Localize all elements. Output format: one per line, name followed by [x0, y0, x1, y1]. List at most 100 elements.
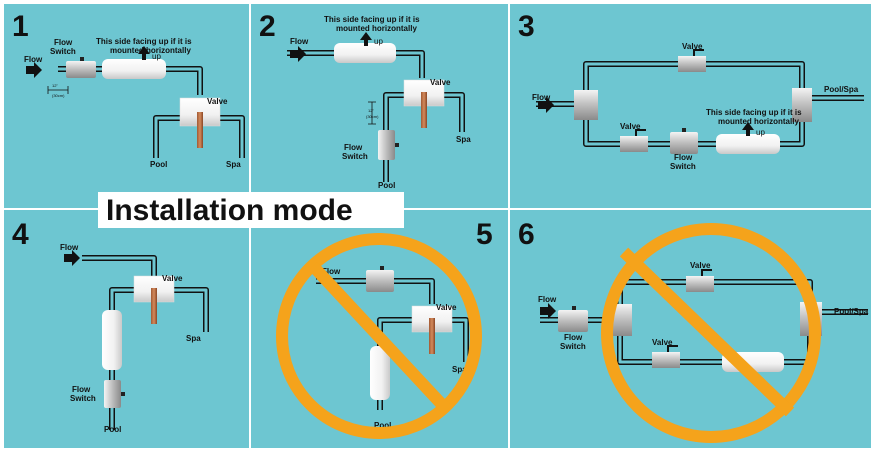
up-label: up [152, 52, 161, 61]
tee-fitting [792, 88, 812, 122]
flow-arrow-icon [290, 46, 306, 62]
flow-switch-cap [80, 57, 84, 61]
valve-label: Valve [682, 42, 703, 51]
valve-body [620, 136, 648, 152]
flow-switch [366, 270, 394, 292]
panel-5: 5 Flow Valve Spa Pool [276, 218, 493, 439]
flow-switch-label: Flow [54, 38, 73, 47]
panel-3-number: 3 [518, 10, 535, 43]
flow-label: Flow [322, 267, 341, 276]
panel-6-number: 6 [518, 218, 535, 251]
panel-4: 4 Flow Valve Spa Flow Switch Pool [12, 218, 209, 434]
valve-label: Valve [690, 261, 711, 270]
flow-label: Flow [532, 93, 551, 102]
valve-handle [667, 345, 678, 352]
valve-stem [151, 288, 157, 324]
flow-switch [670, 132, 698, 154]
prohibited-slash-icon [619, 247, 795, 417]
note-text: mounted horizontally [336, 24, 417, 33]
flow-switch-cap [572, 306, 576, 310]
prohibited-circle-icon [276, 233, 482, 439]
flow-switch-label: Flow [344, 143, 363, 152]
dimension-text: 12" [368, 108, 374, 113]
note-text: This side facing up if it is [324, 15, 420, 24]
spa-label: Spa [226, 160, 241, 169]
spa-label: Spa [456, 135, 471, 144]
valve-label: Valve [207, 97, 228, 106]
flow-switch-label: Flow [674, 153, 693, 162]
title-backing [98, 192, 404, 228]
dimension-text: (30cm) [366, 114, 379, 119]
up-label: up [374, 37, 383, 46]
flow-switch-label: Switch [560, 342, 586, 351]
flow-switch-cap [121, 392, 125, 396]
flow-switch [378, 130, 395, 160]
pool-label: Pool [104, 425, 121, 434]
flow-switch-cap [682, 128, 686, 132]
flow-arrow-icon [64, 250, 80, 266]
up-arrow-icon [360, 32, 372, 46]
flow-switch-label: Switch [342, 152, 368, 161]
panel-2-number: 2 [259, 10, 276, 43]
panel-3: 3 Flow Pool/Spa Valve Valve Flow Switch … [518, 10, 864, 171]
flow-switch-label: Switch [70, 394, 96, 403]
valve-label: Valve [620, 122, 641, 131]
heater-unit [102, 310, 122, 370]
valve-handle [635, 129, 646, 136]
flow-arrow-icon [26, 62, 42, 78]
flow-switch-cap [395, 143, 399, 147]
valve-body [678, 56, 706, 72]
pool-label: Pool [374, 421, 391, 430]
panel-2-background [251, 4, 508, 208]
heater-unit [370, 346, 390, 400]
heater-unit [716, 134, 780, 154]
flow-switch [558, 310, 588, 332]
valve-stem [197, 112, 203, 148]
dimension-text: 12" [52, 83, 58, 88]
flow-label: Flow [24, 55, 43, 64]
panel-5-number: 5 [476, 218, 493, 251]
valve-handle [701, 269, 712, 276]
pool-spa-label: Pool/Spa [824, 85, 859, 94]
flow-label: Flow [290, 37, 309, 46]
heater-unit [102, 59, 166, 79]
flow-switch-label: Switch [670, 162, 696, 171]
flow-switch-label: Flow [72, 385, 91, 394]
heater-unit [334, 43, 396, 63]
flow-switch [104, 380, 121, 408]
flow-switch-label: Flow [564, 333, 583, 342]
flow-label: Flow [60, 243, 79, 252]
dimension-text: (30cm) [52, 93, 65, 98]
valve-label: Valve [430, 78, 451, 87]
panel-2: 2 Flow up This side facing up if it is m… [259, 10, 471, 190]
flow-switch-label: Switch [50, 47, 76, 56]
valve-body [652, 352, 680, 368]
panel-4-number: 4 [12, 218, 29, 251]
flow-switch [66, 61, 96, 78]
spa-label: Spa [186, 334, 201, 343]
up-arrow-icon [138, 46, 150, 60]
panel-6: 6 Flow Flow Switch Pool/Spa Valve Valve [518, 218, 869, 443]
dimension-marker [368, 101, 376, 125]
flow-switch-cap [380, 266, 384, 270]
flow-arrow-icon [540, 303, 556, 319]
flow-arrow-icon [538, 97, 554, 113]
panel-4-background [4, 210, 249, 448]
tee-fitting [574, 90, 598, 120]
valve-body [686, 276, 714, 292]
pool-spa-label: Pool/Spa [834, 307, 869, 316]
spa-label: Spa [452, 365, 467, 374]
pool-label: Pool [150, 160, 167, 169]
pool-label: Pool [378, 181, 395, 190]
valve-handle [693, 49, 704, 56]
valve-label: Valve [162, 274, 183, 283]
up-arrow-icon [742, 122, 754, 136]
valve-label: Valve [436, 303, 457, 312]
valve-label: Valve [652, 338, 673, 347]
page-title: Installation mode [106, 194, 353, 227]
prohibited-circle-icon [601, 223, 821, 443]
prohibited-slash-icon [308, 261, 452, 415]
note-text: This side facing up if it is [96, 37, 192, 46]
valve-stem [421, 92, 427, 128]
